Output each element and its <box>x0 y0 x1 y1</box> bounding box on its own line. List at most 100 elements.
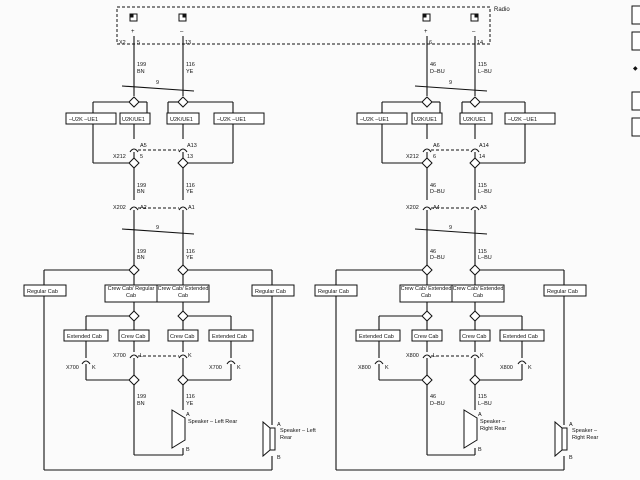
left-cab-box-4: Regular Cab <box>255 289 286 295</box>
left-speaker-pin-a: A <box>186 412 190 418</box>
radio-label: Radio <box>494 7 510 13</box>
right-wire-a-color-2: D–BU <box>430 189 445 195</box>
left-wire-a-num-4: 199 <box>137 394 146 400</box>
right-wire-b-num-2: 115 <box>478 183 487 189</box>
right-x800-conn-2: X800 <box>406 353 419 359</box>
right-cab2-box-3: Crew Cab <box>462 334 486 340</box>
left-speaker-pin-b: B <box>186 447 190 453</box>
radio-pin-14: 14 <box>477 40 483 46</box>
left-splice-label-2: 9 <box>156 225 159 231</box>
left-circuit: 199 BN 116 YE 9 –U2K –UE1 U2K/UE1 U2K/UE… <box>23 36 316 471</box>
radio-connector-x2: X2 <box>119 40 126 46</box>
svg-text:–: – <box>472 29 476 35</box>
right-splice-label-2: 9 <box>449 225 452 231</box>
left-speaker-label: Speaker – Left Rear <box>188 419 238 425</box>
left-cab2-box-2: Crew Cab <box>121 334 145 340</box>
right-cab-box-4: Regular Cab <box>547 289 578 295</box>
left-x212-term-a: A5 <box>140 143 147 149</box>
right-x800-conn-1: X800 <box>358 365 371 371</box>
right-x202-pin-b: A3 <box>480 205 487 211</box>
left-cab-box-2: Crew Cab/ Regular Cab <box>107 286 155 299</box>
radio-pin-icon <box>129 13 479 22</box>
right-x202-conn: X202 <box>406 205 419 211</box>
left-x700-conn-1: X700 <box>66 365 79 371</box>
left-x700-pin-k-2: K <box>188 353 192 359</box>
right-speaker2-pin-b: B <box>569 455 573 461</box>
right-wire-b-num-3: 115 <box>478 249 487 255</box>
left-wire-a-color-2: BN <box>137 189 145 195</box>
svg-text:+: + <box>131 29 135 35</box>
right-cab2-box-2: Crew Cab <box>414 334 438 340</box>
left-wire-a-color: BN <box>137 69 145 75</box>
speaker-icon <box>171 409 186 449</box>
right-speaker-pin-a: A <box>478 412 482 418</box>
right-wire-a-num-3: 46 <box>430 249 436 255</box>
left-cab2-box-4: Extended Cab <box>212 334 247 340</box>
right-speaker-pin-b: B <box>478 447 482 453</box>
left-x700-pin-l: L <box>140 353 143 359</box>
left-speaker2-label: Speaker – Left Rear <box>280 428 316 441</box>
right-speaker2-pin-a: A <box>569 422 573 428</box>
left-x212-pin-a: 5 <box>140 154 143 160</box>
right-cab-box-1: Regular Cab <box>318 289 349 295</box>
left-x212-term-b: A13 <box>187 143 197 149</box>
left-wire-b-num-2: 116 <box>186 183 195 189</box>
left-option-box-1: –U2K –UE1 <box>69 117 98 123</box>
right-wire-a-color: D–BU <box>430 69 445 75</box>
left-option-box-2: U2K/UE1 <box>122 117 145 123</box>
right-cab2-box-4: Extended Cab <box>503 334 538 340</box>
right-x212-term-a: A6 <box>433 143 440 149</box>
radio-pin-6: 6 <box>429 40 432 46</box>
right-splice-label: 9 <box>449 80 452 86</box>
left-cab-box-3: Crew Cab/ Extended Cab <box>157 286 209 299</box>
right-x800-conn-3: X800 <box>500 365 513 371</box>
right-x800-pin-l: L <box>433 353 436 359</box>
left-x700-pin-k-1: K <box>92 365 96 371</box>
right-cab2-box-1: Extended Cab <box>359 334 394 340</box>
left-x202-pin-b: A1 <box>188 205 195 211</box>
legend-fragment: ◆ <box>631 5 640 137</box>
left-wire-a-num-3: 199 <box>137 249 146 255</box>
right-x212-conn: X212 <box>406 154 419 160</box>
right-wire-a-num-2: 46 <box>430 183 436 189</box>
left-wire-a-color-3: BN <box>137 255 145 261</box>
left-speaker2-pin-b: B <box>277 455 281 461</box>
right-x212-term-b: A14 <box>479 143 489 149</box>
right-wire-b-color-4: L–BU <box>478 401 492 407</box>
right-wire-b-color-3: L–BU <box>478 255 492 261</box>
left-wire-a-num-2: 199 <box>137 183 146 189</box>
left-wire-b-num-3: 116 <box>186 249 195 255</box>
left-wire-b-color-4: YE <box>186 401 194 407</box>
left-x700-conn-3: X700 <box>209 365 222 371</box>
right-circuit: 46 D–BU 115 L–BU 9 –U2K –UE1 U2K/UE1 U2K… <box>314 36 599 471</box>
left-wire-b-num: 116 <box>186 62 195 68</box>
right-option-box-2: U2K/UE1 <box>414 117 437 123</box>
left-x212-pin-b: 13 <box>187 154 193 160</box>
right-wire-b-color-2: L–BU <box>478 189 492 195</box>
right-option-box-4: –U2K –UE1 <box>508 117 537 123</box>
left-wire-b-color-3: YE <box>186 255 194 261</box>
right-option-box-1: –U2K –UE1 <box>360 117 389 123</box>
radio-module: Radio +– +– X2 5 13 6 14 <box>116 6 510 46</box>
left-x700-pin-k-3: K <box>237 365 241 371</box>
speaker-icon <box>554 420 568 458</box>
radio-pin-5: 5 <box>137 40 140 46</box>
left-x700-conn-2: X700 <box>113 353 126 359</box>
right-wire-a-color-3: D–BU <box>430 255 445 261</box>
right-speaker-label: Speaker – Right Rear <box>480 419 507 432</box>
svg-text:◆: ◆ <box>633 66 638 72</box>
speaker-icon <box>463 409 478 449</box>
right-option-box-3: U2K/UE1 <box>463 117 486 123</box>
left-wire-a-num: 199 <box>137 62 146 68</box>
left-x212-conn: X212 <box>113 154 126 160</box>
left-splice-label: 9 <box>156 80 159 86</box>
right-wire-a-num-4: 46 <box>430 394 436 400</box>
right-wire-b-num: 115 <box>478 62 487 68</box>
left-option-box-3: U2K/UE1 <box>170 117 193 123</box>
right-speaker2-label: Speaker – Right Rear <box>572 428 599 441</box>
right-x800-pin-k-3: K <box>528 365 532 371</box>
left-cab2-box-3: Crew Cab <box>170 334 194 340</box>
right-x212-pin-a: 6 <box>433 154 436 160</box>
